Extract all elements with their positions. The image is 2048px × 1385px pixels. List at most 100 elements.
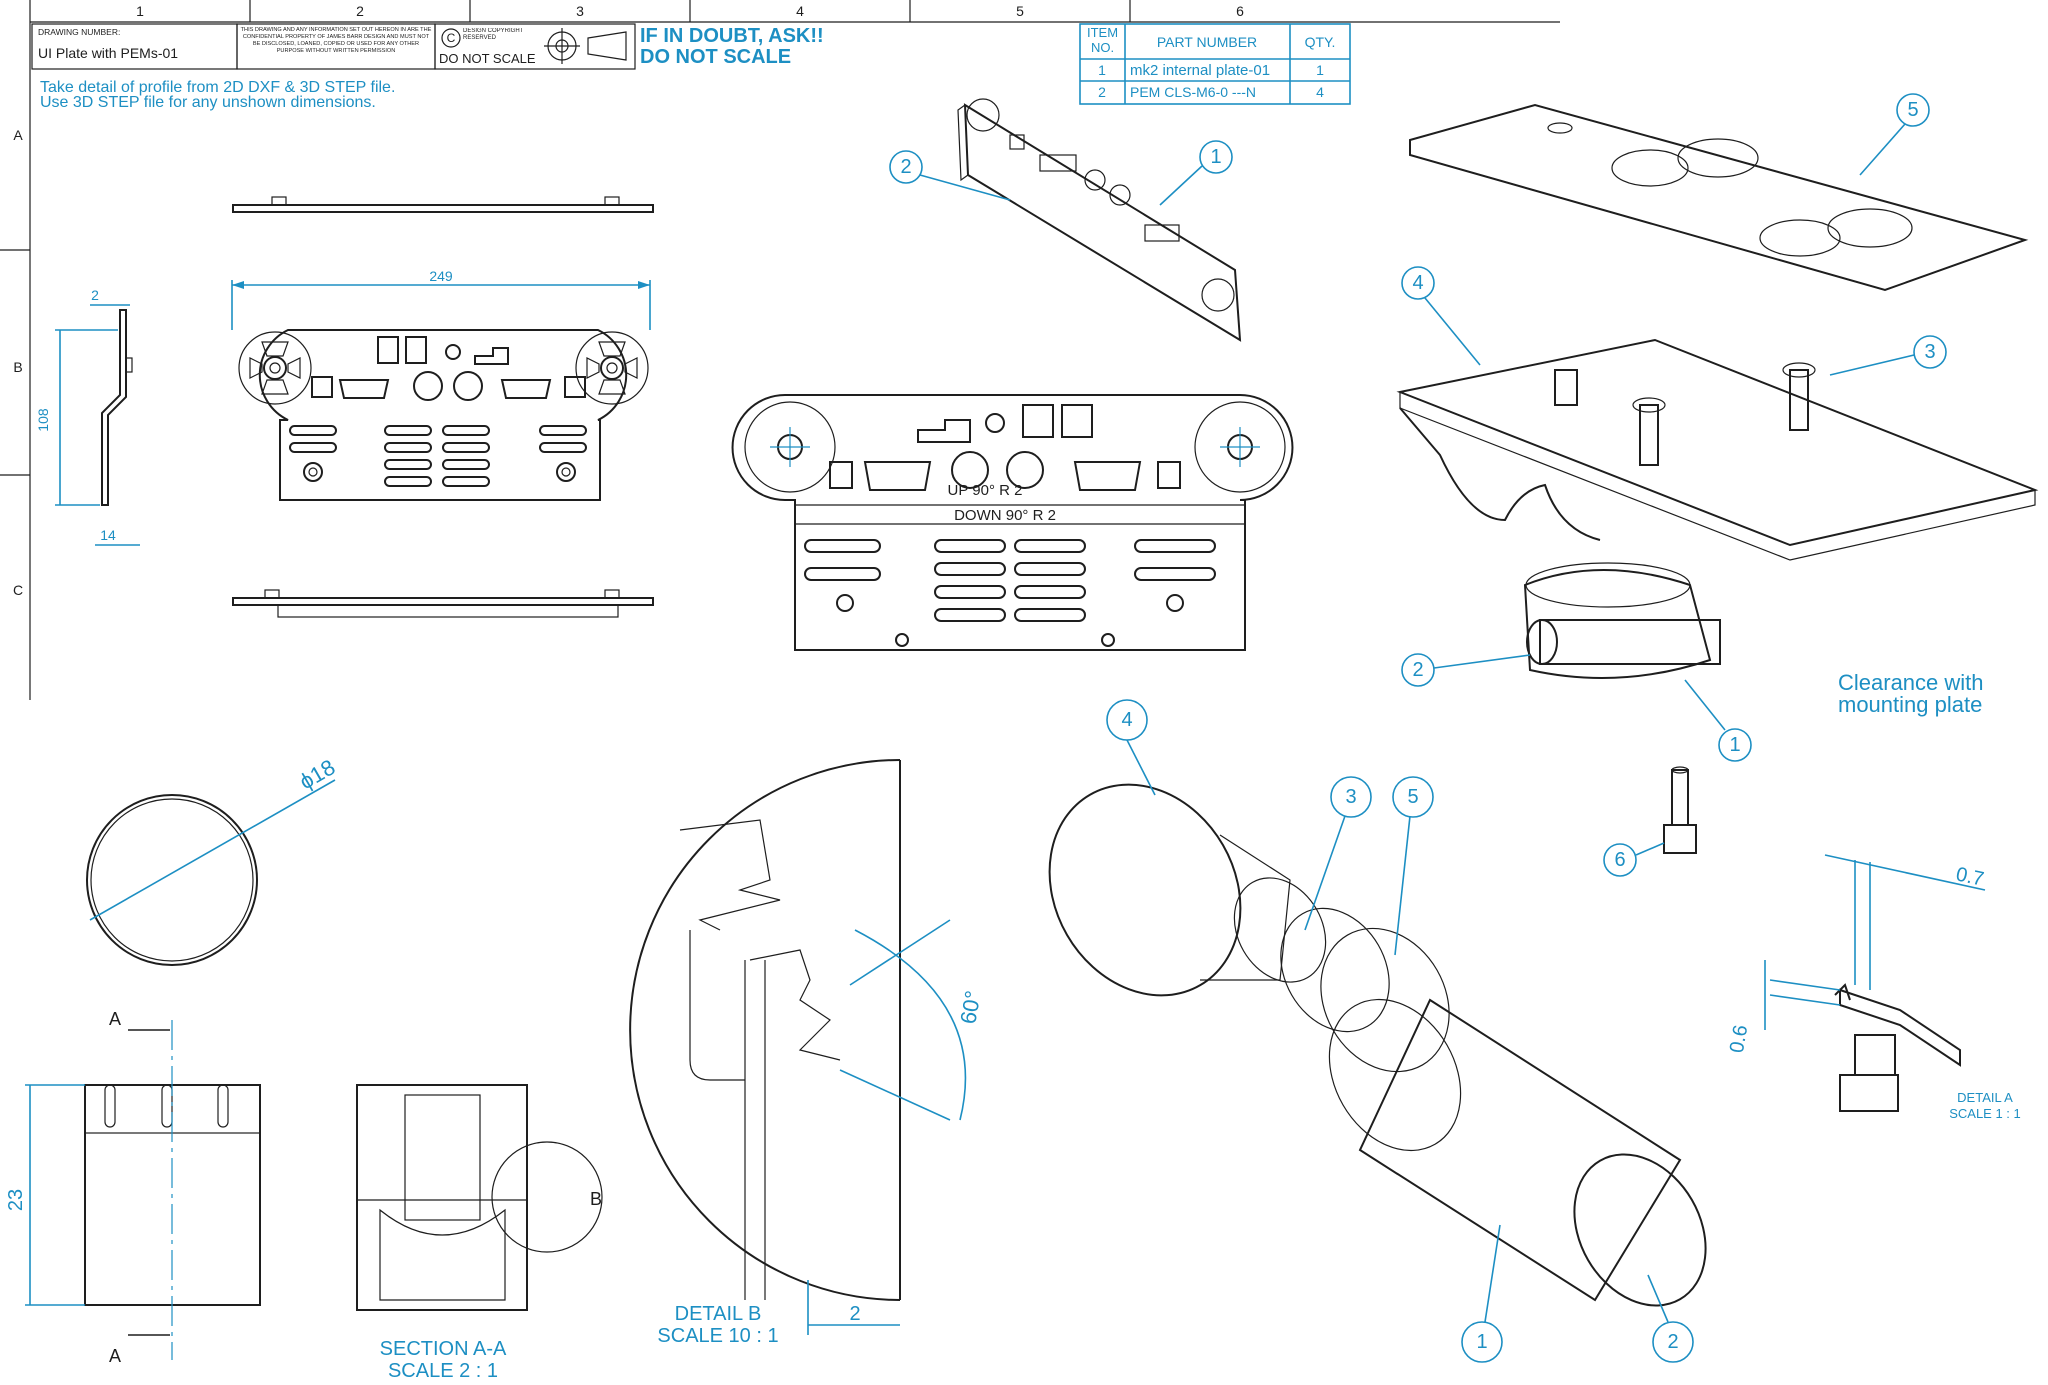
- zone-col-2: 2: [356, 3, 364, 19]
- balloon-insert-3: 3: [1330, 776, 1372, 818]
- plate-top-view: [232, 196, 654, 213]
- mounting-plate-iso: [1409, 103, 2029, 292]
- detail-a-title: DETAIL A: [1957, 1090, 2013, 1105]
- bom-row-2-part: PEM CLS-M6-0 ---N: [1130, 84, 1256, 100]
- insert-side-view: A A 23: [5, 1009, 261, 1366]
- section-a-a-view: B SECTION A-A SCALE 2 : 1: [356, 1084, 603, 1382]
- balloon-insert-4: 4: [1106, 699, 1148, 741]
- zone-col-3: 3: [576, 3, 584, 19]
- dim-plate-width: 249: [429, 268, 453, 284]
- do-not-scale-label: DO NOT SCALE: [439, 51, 536, 66]
- bom-header-item: ITEM NO.: [1086, 25, 1119, 55]
- dim-plate-height: 108: [35, 408, 51, 432]
- plate-bottom-view: [232, 589, 654, 618]
- svg-text:2: 2: [1412, 659, 1423, 681]
- flat-pattern-view: UP 90° R 2 DOWN 90° R 2: [731, 394, 1294, 651]
- dim-detail-a-top: 0.7: [1954, 863, 1986, 890]
- balloon-insert-5: 5: [1392, 776, 1434, 818]
- note-line-1: Take detail of profile from 2D DXF & 3D …: [40, 79, 395, 96]
- warning-ask: IF IN DOUBT, ASK!!: [640, 25, 824, 47]
- zone-labels: 1 2 3 4 5 6 A B C: [13, 3, 1244, 598]
- bom-row-1-part: mk2 internal plate-01: [1130, 62, 1270, 79]
- detail-b-title: DETAIL B: [675, 1303, 762, 1325]
- flat-star-right: [1194, 401, 1286, 493]
- balloon-iso-plate-1: 1: [1199, 140, 1233, 174]
- section-a-a-scale: SCALE 2 : 1: [388, 1360, 498, 1382]
- mount-star-right: [575, 331, 649, 405]
- dim-insert-height: 23: [5, 1189, 27, 1211]
- balloon-exploded-1: 1: [1718, 728, 1752, 762]
- section-a-a-title: SECTION A-A: [380, 1338, 507, 1360]
- warning-do-not-scale: DO NOT SCALE: [640, 46, 791, 68]
- insert-exploded-view: [1048, 783, 1707, 1307]
- clearance-note-line-1: Clearance with: [1838, 670, 1984, 695]
- svg-text:6: 6: [1614, 849, 1625, 871]
- svg-text:3: 3: [1345, 786, 1356, 808]
- drawing-number-label: DRAWING NUMBER:: [38, 27, 120, 37]
- copyright-text: DESIGN COPYRIGHT RESERVED: [463, 28, 524, 41]
- dim-plate-thickness: 2: [91, 287, 99, 303]
- bom-row-1-qty: 1: [1316, 62, 1324, 78]
- svg-text:1: 1: [1210, 146, 1221, 168]
- svg-text:5: 5: [1907, 99, 1918, 121]
- title-block: DRAWING NUMBER: UI Plate with PEMs-01 TH…: [31, 23, 824, 70]
- detail-a-scale: SCALE 1 : 1: [1949, 1106, 2021, 1121]
- zone-col-4: 4: [796, 3, 804, 19]
- flat-star-left: [744, 401, 836, 493]
- zone-row-c: C: [13, 582, 23, 598]
- zone-col-6: 6: [1236, 3, 1244, 19]
- detail-b-view: 60° 2 DETAIL B SCALE 10 : 1: [629, 759, 986, 1347]
- confidential-notice: THIS DRAWING AND ANY INFORMATION SET OUT…: [240, 27, 432, 54]
- dim-detail-a-side: 0.6: [1726, 1023, 1752, 1054]
- balloon-insert-1: 1: [1461, 1321, 1503, 1363]
- dim-insert-diameter: ϕ18: [295, 754, 339, 794]
- bom-header-qty: QTY.: [1305, 34, 1336, 50]
- detail-b-marker: B: [590, 1189, 602, 1209]
- dim-detail-b-width: 2: [849, 1303, 860, 1325]
- svg-text:2: 2: [1667, 1331, 1678, 1353]
- section-marker-bottom: A: [109, 1346, 121, 1366]
- svg-text:3: 3: [1924, 341, 1935, 363]
- plate-front-view: 249: [231, 268, 651, 501]
- projection-symbol-icon: [544, 28, 627, 64]
- mount-star-left: [238, 331, 312, 405]
- balloon-exploded-5: 5: [1896, 93, 1930, 127]
- clearance-note-line-2: mounting plate: [1838, 692, 1982, 717]
- drawing-name: UI Plate with PEMs-01: [38, 45, 178, 61]
- balloon-insert-2: 2: [1652, 1321, 1694, 1363]
- pem-clearance-iso: [1523, 562, 1721, 679]
- svg-text:1: 1: [1729, 734, 1740, 756]
- flat-slots: [804, 539, 1216, 622]
- screw-part: [1663, 766, 1697, 854]
- balloon-exploded-3: 3: [1913, 335, 1947, 369]
- zone-col-5: 5: [1016, 3, 1024, 19]
- plate-slots: [289, 425, 587, 487]
- zone-row-b: B: [13, 359, 22, 375]
- svg-text:C: C: [447, 31, 456, 45]
- dim-thread-angle: 60°: [955, 989, 985, 1026]
- detail-b-scale: SCALE 10 : 1: [657, 1325, 778, 1347]
- balloon-exploded-2: 2: [1401, 653, 1435, 687]
- bom-row-2-qty: 4: [1316, 84, 1324, 100]
- svg-text:2: 2: [900, 156, 911, 178]
- section-marker-top: A: [109, 1009, 121, 1029]
- plate-isometric-view: [957, 98, 1242, 342]
- plate-side-view: 108 2 14: [35, 287, 140, 546]
- balloon-exploded-6: 6: [1603, 843, 1637, 877]
- zone-col-1: 1: [136, 3, 144, 19]
- bend-up-label: UP 90° R 2: [948, 482, 1023, 499]
- balloon-exploded-4: 4: [1401, 266, 1435, 300]
- balloon-iso-plate-2: 2: [889, 150, 923, 184]
- bracket-iso: [1396, 338, 2039, 561]
- svg-text:1: 1: [1476, 1331, 1487, 1353]
- zone-row-a: A: [13, 127, 23, 143]
- bom-row-1-item: 1: [1098, 62, 1106, 78]
- copyright-icon: C: [441, 28, 461, 48]
- insert-top-view: ϕ18: [86, 754, 339, 966]
- bom-header-part: PART NUMBER: [1157, 34, 1257, 50]
- bom-table: ITEM NO. PART NUMBER QTY. 1 mk2 internal…: [1079, 23, 1351, 105]
- bom-row-2-item: 2: [1098, 84, 1106, 100]
- svg-text:4: 4: [1412, 272, 1423, 294]
- dim-flange-depth: 14: [100, 527, 116, 543]
- note-line-2: Use 3D STEP file for any unshown dimensi…: [40, 94, 376, 111]
